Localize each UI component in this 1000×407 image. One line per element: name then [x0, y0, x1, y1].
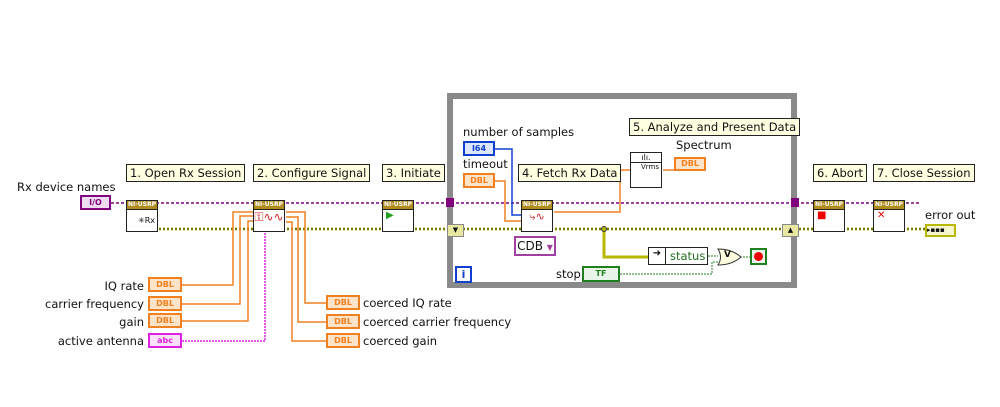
initiate-node[interactable]: NI-USRP▶ [382, 200, 414, 232]
while-loop-frame [447, 93, 797, 288]
iq-rate-control[interactable]: DBL [148, 277, 182, 292]
rx-device-names-control[interactable]: I/O [80, 195, 111, 210]
note-initiate: 3. Initiate [382, 164, 445, 182]
coerced-iq-rate-indicator: DBL [326, 295, 360, 310]
status-unbundle: ➜status [648, 247, 708, 265]
note-abort: 6. Abort [813, 164, 868, 182]
stop-control[interactable]: TF [582, 266, 620, 282]
note-close-session: 7. Close Session [873, 164, 975, 182]
spectrum-icon: ılı. [631, 153, 661, 163]
iq-rate-label: IQ rate [104, 279, 144, 293]
active-antenna-control[interactable]: abc [148, 333, 182, 348]
gain-control[interactable]: DBL [148, 313, 182, 328]
or-gate [717, 248, 742, 266]
spectrum-measurement-node[interactable]: ılı.Vrms [630, 152, 662, 188]
note-configure-signal: 2. Configure Signal [253, 164, 371, 182]
shift-register-left: ▼ [447, 224, 464, 237]
timeout-control[interactable]: DBL [463, 173, 495, 188]
coerced-carrier-frequency-label: coerced carrier frequency [363, 315, 512, 329]
coerced-gain-indicator: DBL [326, 333, 360, 348]
error-out-indicator: ▸▪▪▪ [925, 224, 956, 237]
open-rx-session-node[interactable]: NI-USRP✳Rx [126, 200, 158, 232]
coerced-iq-rate-label: coerced IQ rate [363, 296, 452, 310]
stop-label: stop [556, 267, 581, 281]
stop-square-icon: ■ [817, 210, 827, 221]
open-icon: ✳Rx [138, 216, 155, 225]
timeout-label: timeout [463, 157, 508, 171]
active-antenna-label: active antenna [57, 334, 144, 348]
spectrum-indicator: DBL [674, 157, 706, 171]
carrier-frequency-label: carrier frequency [45, 297, 144, 311]
configure-signal-node[interactable]: NI-USRP⚿∿∿ [253, 200, 285, 232]
stop-circle-icon [754, 252, 763, 261]
coerced-gain-label: coerced gain [363, 334, 438, 348]
number-of-samples-label: number of samples [463, 125, 575, 139]
fetch-rx-data-node[interactable]: NI-USRP⤷∿ [521, 200, 553, 232]
note-fetch-rx-data: 4. Fetch Rx Data [518, 164, 622, 182]
shift-register-right: ▲ [782, 224, 799, 237]
session-tunnel-left [446, 198, 454, 207]
rx-device-names-label: Rx device names [17, 180, 116, 194]
or-label: V [724, 250, 731, 260]
note-analyze: 5. Analyze and Present Data [629, 118, 801, 136]
play-icon: ▶ [386, 210, 394, 221]
coerced-carrier-frequency-indicator: DBL [326, 314, 360, 329]
note-open-rx-session: 1. Open Rx Session [126, 164, 246, 182]
error-out-label: error out [925, 208, 976, 222]
spectrum-label: Spectrum [676, 138, 732, 152]
iteration-terminal: i [455, 266, 472, 283]
wrench-signal-icon: ⚿∿∿ [254, 210, 284, 224]
close-x-icon: ✕ [877, 210, 886, 221]
dropdown-arrow-icon: ▼ [546, 243, 553, 252]
fetch-icon: ⤷∿ [529, 210, 545, 223]
gain-label: gain [119, 315, 144, 329]
data-type-selector[interactable]: CDB ▼ [514, 236, 556, 256]
abort-node[interactable]: NI-USRP■ [813, 200, 845, 232]
carrier-frequency-control[interactable]: DBL [148, 296, 182, 311]
loop-condition-terminal[interactable] [750, 248, 767, 265]
close-session-node[interactable]: NI-USRP✕ [873, 200, 905, 232]
arrow-icon: ➜ [649, 248, 666, 264]
session-tunnel-right [791, 198, 799, 207]
number-of-samples-control[interactable]: I64 [463, 141, 495, 156]
